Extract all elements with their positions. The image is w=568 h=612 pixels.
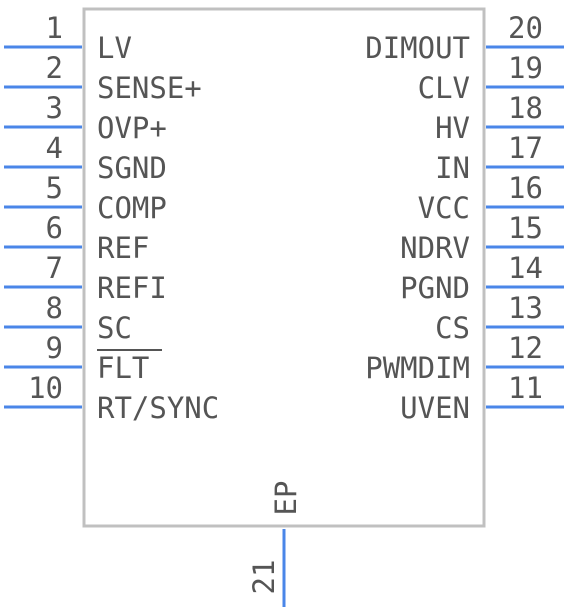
pin-number: 1 (46, 11, 63, 45)
pin-number: 9 (46, 331, 63, 365)
pin-label: VCC (418, 191, 470, 225)
pin-label: SGND (97, 151, 167, 185)
pin-number: 4 (46, 131, 63, 165)
ic-body-outline (82, 7, 486, 528)
pin-label: PWMDIM (365, 351, 470, 385)
pin-label: COMP (97, 191, 167, 225)
pin-label: UVEN (400, 391, 470, 425)
pin-label: SC (97, 311, 132, 345)
pin-label: CLV (418, 71, 470, 105)
left-pin-group: 1LV2SENSE+3OVP+4SGND5COMP6REF7REFI8SC9FL… (4, 11, 219, 425)
exposed-pad-number: 21 (247, 560, 281, 595)
pin-label: REFI (97, 271, 167, 305)
pin-label: PGND (400, 271, 470, 305)
pin-label: FLT (97, 351, 149, 385)
pin-8: 8SC (4, 291, 132, 345)
exposed-pad-pin: EP 21 (247, 481, 303, 607)
pin-number: 5 (46, 171, 63, 205)
pin-number: 11 (508, 371, 543, 405)
pin-1: 1LV (4, 11, 132, 65)
pin-number: 7 (46, 251, 63, 285)
pin-number: 13 (508, 291, 543, 325)
pin-number: 18 (508, 91, 543, 125)
pin-label: CS (435, 311, 470, 345)
pin-number: 14 (508, 251, 543, 285)
pin-number: 2 (46, 51, 63, 85)
pin-label: IN (435, 151, 470, 185)
pin-number: 12 (508, 331, 543, 365)
pin-number: 16 (508, 171, 543, 205)
pin-number: 8 (46, 291, 63, 325)
pin-number: 10 (28, 371, 63, 405)
exposed-pad-label: EP (269, 481, 303, 516)
right-pin-group: 20DIMOUT19CLV18HV17IN16VCC15NDRV14PGND13… (365, 11, 564, 425)
pin-label: NDRV (400, 231, 470, 265)
pin-number: 19 (508, 51, 543, 85)
pin-label: HV (435, 111, 470, 145)
pin-label: SENSE+ (97, 71, 202, 105)
pin-label: DIMOUT (365, 31, 470, 65)
pin-number: 15 (508, 211, 543, 245)
pin-label: LV (97, 31, 132, 65)
pin-label: REF (97, 231, 149, 265)
pin-number: 3 (46, 91, 63, 125)
pin-number: 17 (508, 131, 543, 165)
pin-number: 6 (46, 211, 63, 245)
pin-label: RT/SYNC (97, 391, 219, 425)
pin-label: OVP+ (97, 111, 167, 145)
pin-number: 20 (508, 11, 543, 45)
